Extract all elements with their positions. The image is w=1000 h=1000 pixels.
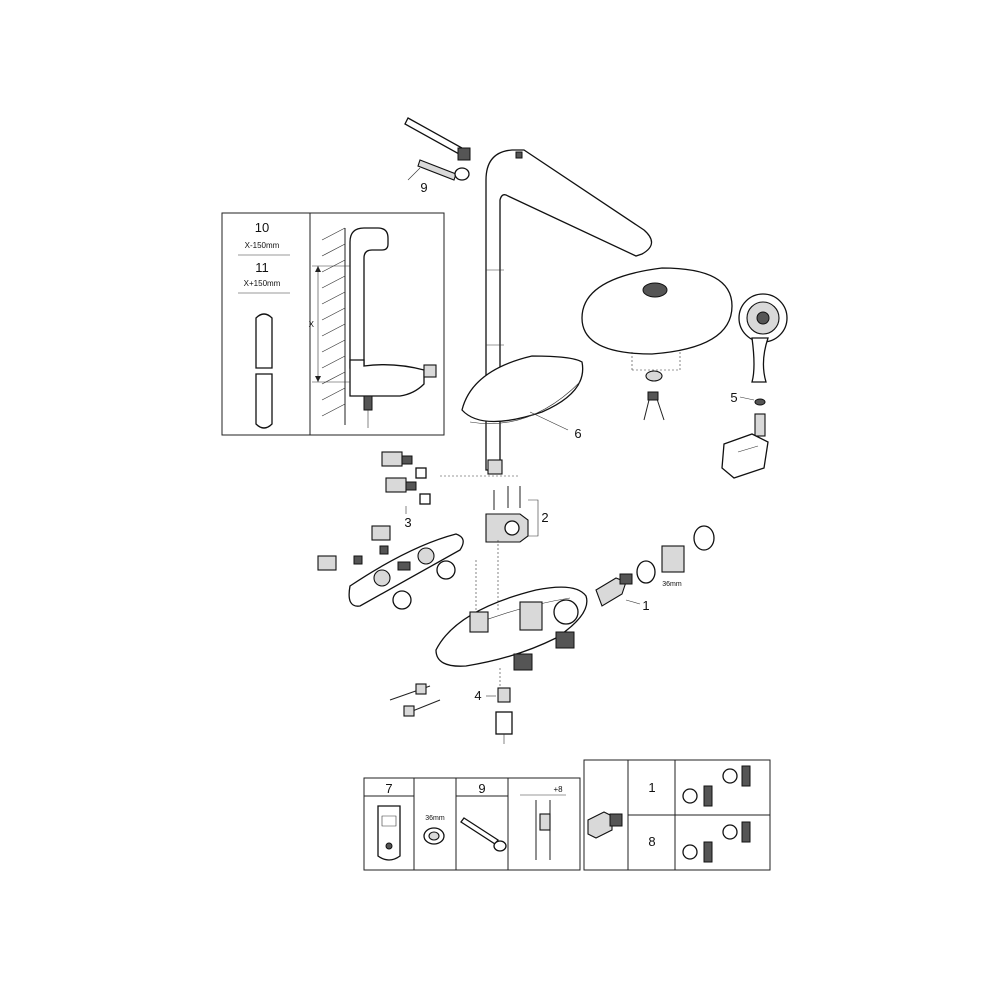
table-row-1: 1 — [648, 780, 655, 795]
callout-5: 5 — [730, 390, 737, 405]
diverter-2: 2 — [485, 486, 549, 543]
dimension-x: X — [309, 265, 350, 383]
table-number-9: 9 — [478, 781, 485, 796]
inset-number-11: 11 — [255, 260, 269, 275]
hand-shower: 5 — [721, 293, 788, 479]
inlet-1: 36mm 1 — [595, 525, 715, 613]
fittings-row-1 — [682, 765, 751, 807]
shower-rail-icon — [349, 227, 437, 428]
callout-1: 1 — [642, 598, 649, 613]
connectors-3: 3 — [381, 451, 520, 530]
extension-inset: 10 X-150mm 11 X+150mm — [221, 212, 445, 436]
fixings-4: 4 — [389, 668, 513, 744]
head-shower — [581, 267, 733, 421]
wrench-icon — [377, 805, 401, 861]
callout-3: 3 — [404, 515, 411, 530]
inset-length-plus: X+150mm — [244, 279, 281, 288]
inset-length-minus: X-150mm — [245, 241, 280, 250]
callout-4: 4 — [474, 688, 481, 703]
wall-hatch — [321, 227, 346, 425]
accessory-table: 7 9 36mm +8 1 8 — [363, 759, 771, 871]
callout-6: 6 — [574, 426, 581, 441]
table-number-7: 7 — [385, 781, 392, 796]
dimension-x-label: X — [309, 320, 315, 329]
table-row-8: 8 — [648, 834, 655, 849]
fittings-row-8 — [682, 821, 751, 863]
inset-number-10: 10 — [255, 220, 269, 235]
table-offset: +8 — [553, 785, 563, 794]
wall-anchor-set: 9 — [404, 117, 471, 195]
shower-pipe — [485, 149, 653, 475]
callout-2: 2 — [541, 510, 548, 525]
offset-detail: +8 — [520, 785, 566, 860]
thermostat-body — [435, 540, 588, 671]
screw-icon — [460, 817, 507, 852]
wrench-size-label: 36mm — [662, 581, 682, 588]
connector-icon — [587, 811, 623, 839]
glass-shelf: 6 — [461, 355, 584, 441]
table-wrench-size: 36mm — [425, 815, 445, 822]
callout-9: 9 — [420, 180, 427, 195]
cover-plate — [317, 525, 464, 610]
extension-pipe-icon — [255, 313, 273, 429]
